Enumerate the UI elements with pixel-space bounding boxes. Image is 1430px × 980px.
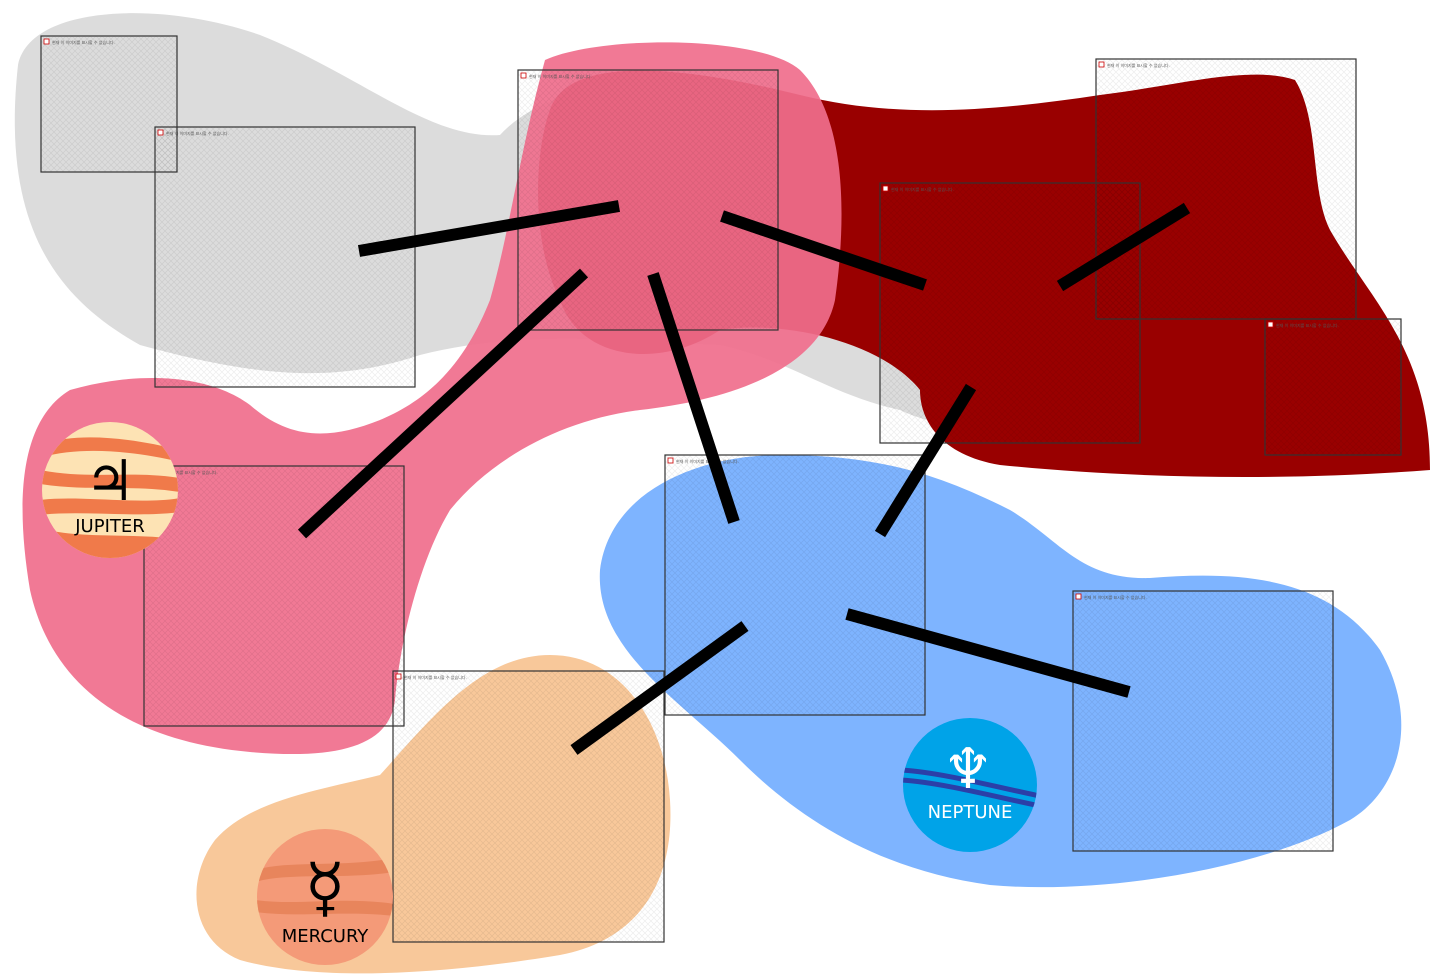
image-frame-caption: 현재 이 이미지를 표시할 수 없습니다.	[1084, 594, 1147, 600]
image-frame: 현재 이 이미지를 표시할 수 없습니다.	[664, 454, 926, 716]
image-frame: 현재 이 이미지를 표시할 수 없습니다.	[40, 35, 178, 173]
jupiter-badge: ♃ JUPITER	[42, 422, 178, 558]
jupiter-label: JUPITER	[74, 516, 145, 537]
connector-line	[297, 268, 589, 539]
connector-line	[1056, 202, 1191, 292]
connector-line	[845, 608, 1131, 698]
image-frame: 현재 이 이미지를 표시할 수 없습니다.	[1264, 318, 1402, 456]
neptune-badge: ♆ NEPTUNE	[903, 718, 1037, 852]
image-frame: 현재 이 이미지를 표시할 수 없습니다.	[1072, 590, 1334, 852]
mercury-symbol: ☿	[305, 849, 346, 926]
broken-image-icon	[667, 457, 674, 464]
neptune-planet-icon	[903, 718, 1037, 852]
broken-image-icon	[1075, 593, 1082, 600]
image-frame-caption: 현재 이 이미지를 표시할 수 없습니다.	[1107, 62, 1170, 68]
image-frame-border	[664, 454, 926, 716]
image-frame-caption: 현재 이 이미지를 표시할 수 없습니다.	[155, 469, 218, 475]
image-frame-border	[154, 126, 416, 388]
neptune-symbol: ♆	[943, 737, 993, 802]
broken-image-icon	[395, 673, 402, 680]
connector-line	[647, 272, 740, 524]
image-frame-border	[879, 182, 1141, 444]
connector-line	[874, 383, 977, 538]
image-frame-border	[1264, 318, 1402, 456]
image-frame-caption: 현재 이 이미지를 표시할 수 없습니다.	[529, 73, 592, 79]
mercury-bands	[257, 858, 393, 916]
image-frame: 현재 이 이미지를 표시할 수 없습니다.	[143, 465, 405, 727]
broken-image-icon	[1098, 61, 1105, 68]
image-frame-caption: 현재 이 이미지를 표시할 수 없습니다.	[891, 186, 954, 192]
connector-line	[720, 210, 927, 291]
broken-image-icon	[882, 185, 889, 192]
mercury-label: MERCURY	[282, 926, 370, 947]
image-frame-caption: 현재 이 이미지를 표시할 수 없습니다.	[676, 458, 739, 464]
jupiter-symbol: ♃	[85, 449, 135, 514]
image-frame-border	[40, 35, 178, 173]
image-frame-caption: 현재 이 이미지를 표시할 수 없습니다.	[404, 674, 467, 680]
mercury-badge: ☿ MERCURY	[257, 829, 393, 965]
connector-line	[570, 621, 749, 755]
image-frame: 현재 이 이미지를 표시할 수 없습니다.	[879, 182, 1141, 444]
image-frame-caption: 현재 이 이미지를 표시할 수 없습니다.	[1276, 322, 1339, 328]
broken-image-icon	[43, 38, 50, 45]
broken-image-icon	[520, 72, 527, 79]
image-frame-border	[1072, 590, 1334, 852]
image-frame-border	[143, 465, 405, 727]
image-frame-caption: 현재 이 이미지를 표시할 수 없습니다.	[166, 130, 229, 136]
connector-lines	[297, 200, 1191, 755]
broken-image-icon	[1267, 321, 1274, 328]
connector-line	[357, 200, 621, 257]
image-frame: 현재 이 이미지를 표시할 수 없습니다.	[154, 126, 416, 388]
neptune-waves	[903, 767, 1037, 809]
broken-image-icon	[157, 129, 164, 136]
neptune-label: NEPTUNE	[928, 802, 1013, 823]
image-frame-caption: 현재 이 이미지를 표시할 수 없습니다.	[52, 39, 115, 45]
jupiter-planet-icon	[42, 422, 178, 558]
